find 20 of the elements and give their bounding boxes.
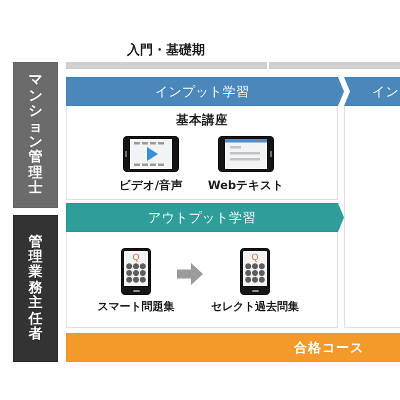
category-label: 管理業務主任者 xyxy=(28,234,42,342)
content-panel xyxy=(344,106,400,328)
course-bar: 合格コース xyxy=(66,333,400,362)
item-label: セレクト過去問集 xyxy=(211,301,299,314)
category-panel xyxy=(13,215,58,362)
content-panel xyxy=(66,106,338,200)
screen-letter: Q xyxy=(251,252,258,262)
banner-label: アウトプット学習 xyxy=(148,210,256,226)
banner-label: インプット学習 xyxy=(154,84,250,100)
item-label: ビデオ/音声 xyxy=(118,179,184,192)
item-label: Webテキスト xyxy=(208,179,284,192)
phase-heading: 入門・基礎期 xyxy=(127,43,205,59)
screen-letter: Q xyxy=(132,252,140,262)
banner-label: イン xyxy=(372,84,399,100)
arrow xyxy=(177,263,203,285)
content-panel xyxy=(66,232,338,328)
category-panel xyxy=(13,62,58,208)
item-label: スマート問題集 xyxy=(98,301,174,314)
section-heading: 基本講座 xyxy=(176,112,228,127)
category-label: マンション管理士 xyxy=(28,73,42,197)
